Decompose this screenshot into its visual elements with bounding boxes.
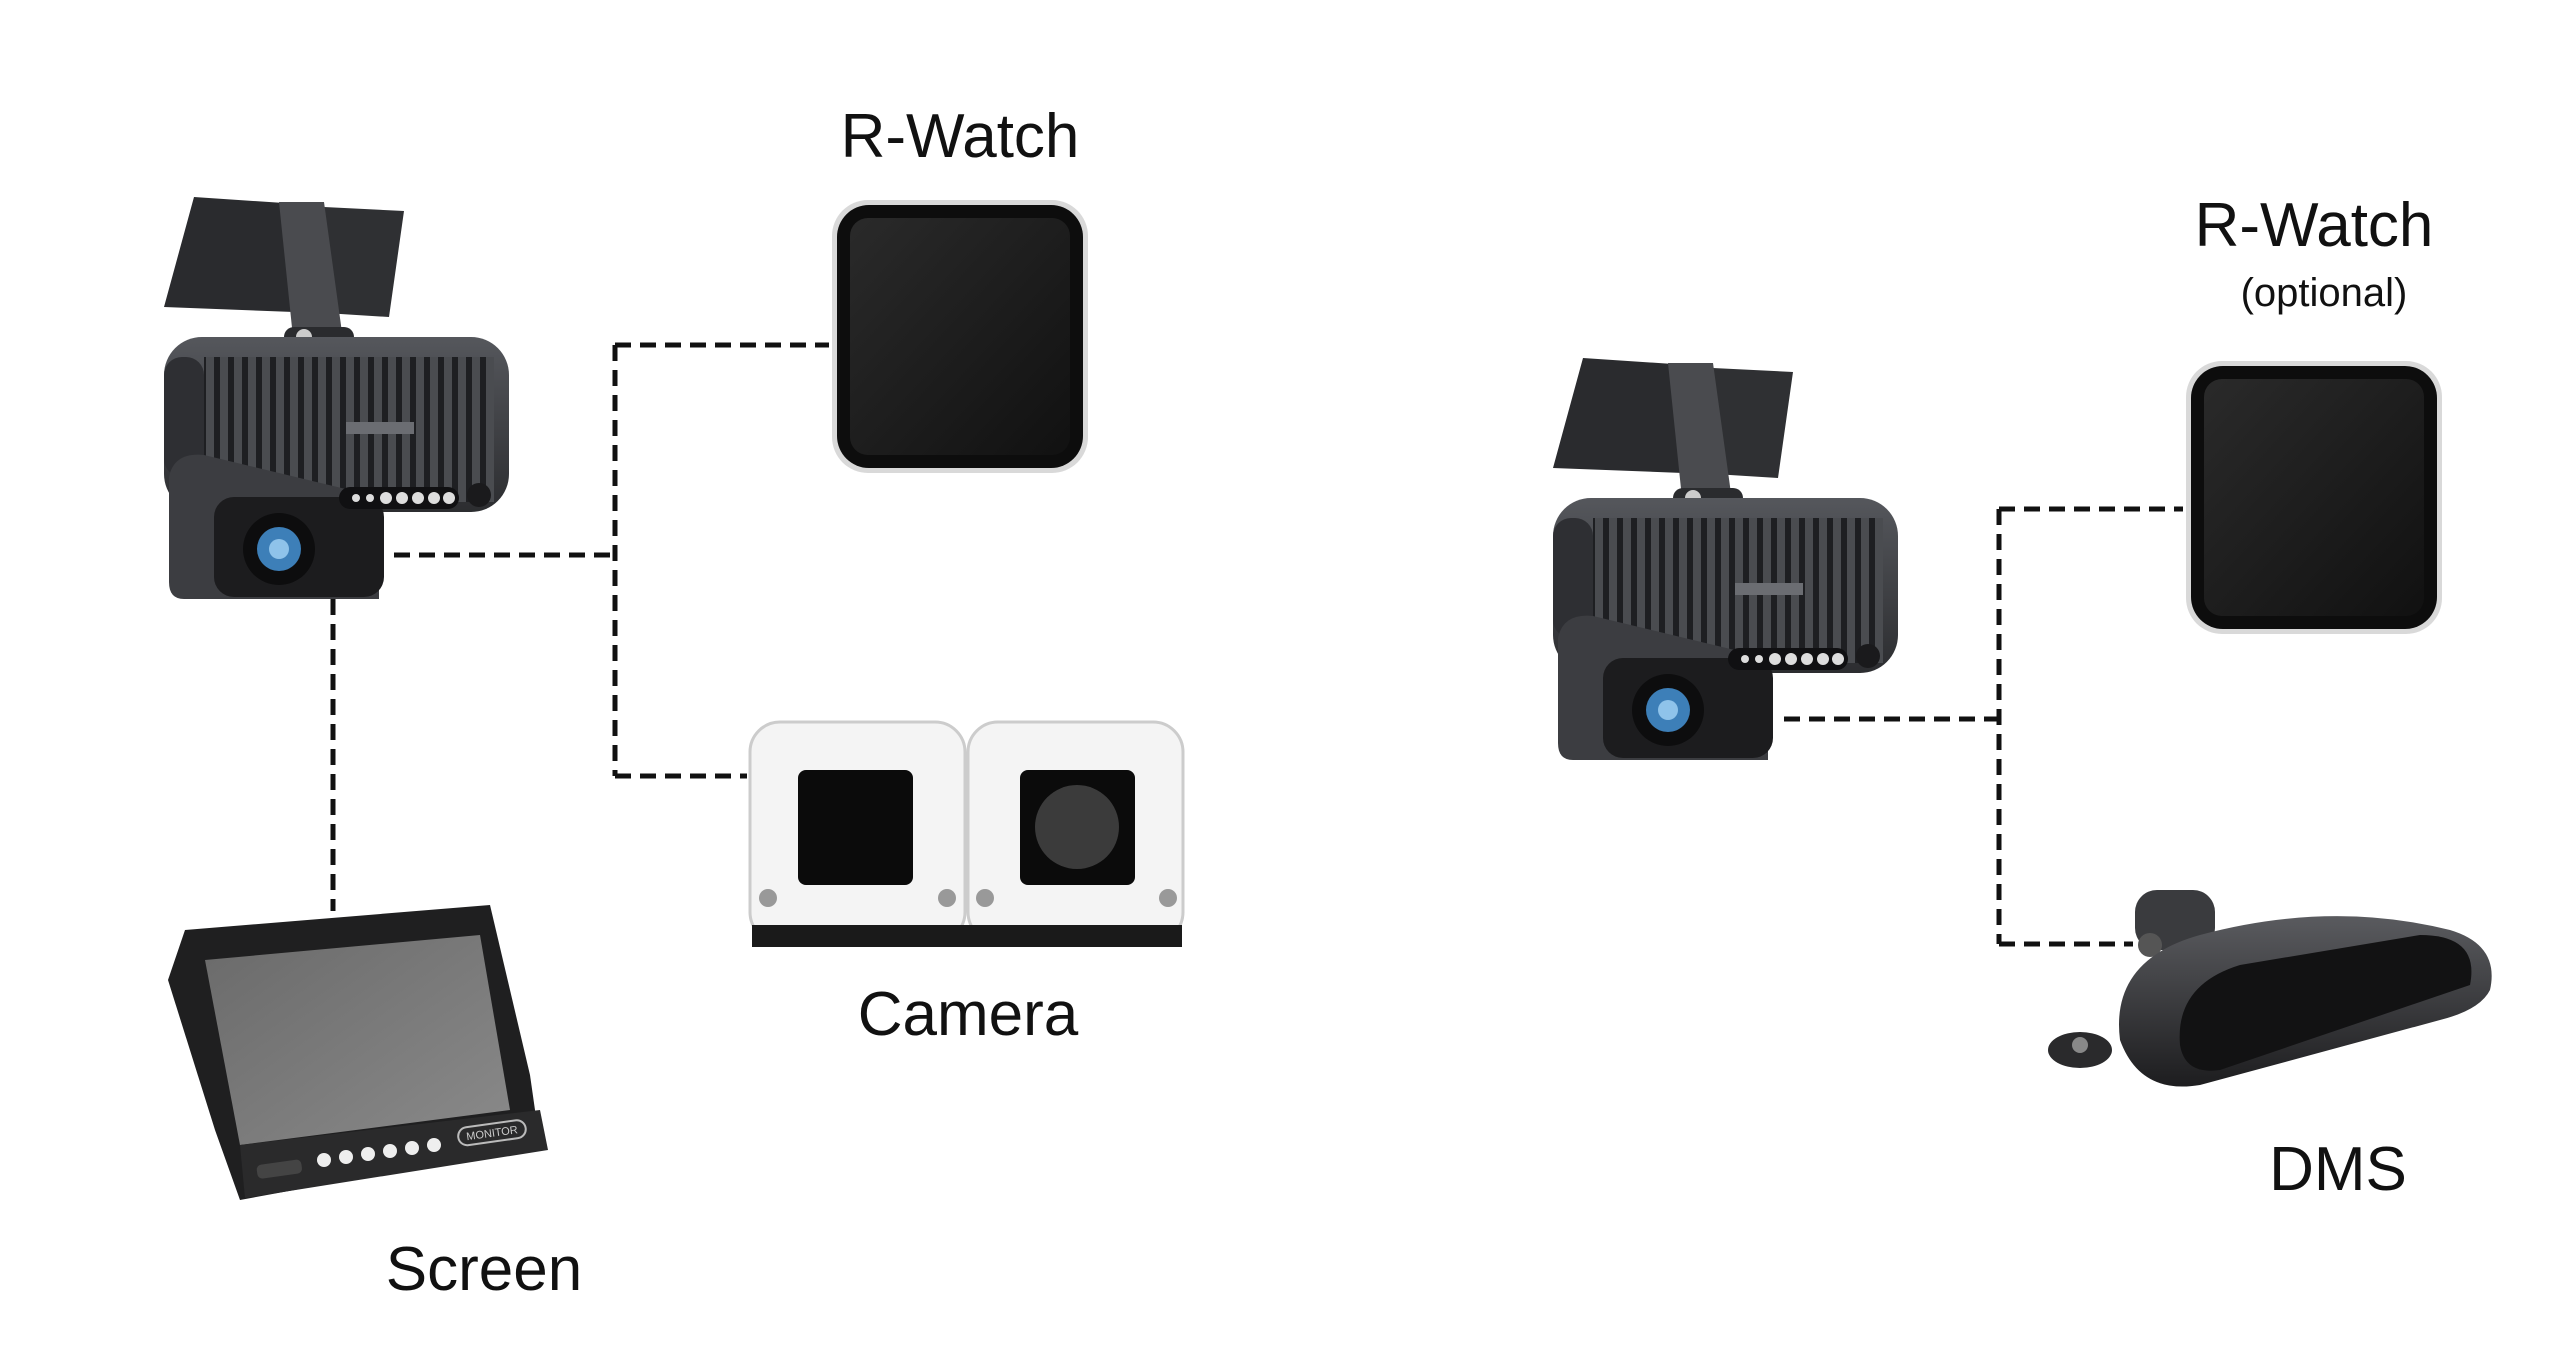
screen-monitor-device: MONITOR bbox=[168, 905, 548, 1200]
dashcam-device bbox=[164, 197, 509, 599]
r-watch-device bbox=[2186, 361, 2442, 634]
right-diagram: R-Watch (optional) DMS bbox=[1553, 191, 2492, 1204]
left-diagram: R-Watch Camera MONITOR Screen bbox=[164, 102, 1185, 1304]
camera-label: Camera bbox=[858, 980, 1079, 1049]
dashcam-device bbox=[1553, 358, 1898, 760]
dms-device bbox=[2048, 890, 2492, 1087]
dms-label: DMS bbox=[2269, 1135, 2407, 1204]
r-watch-optional-note: (optional) bbox=[2241, 271, 2408, 315]
camera-device bbox=[748, 720, 1185, 947]
r-watch-label: R-Watch bbox=[2195, 191, 2434, 260]
r-watch-label: R-Watch bbox=[841, 102, 1080, 171]
screen-label: Screen bbox=[386, 1235, 582, 1304]
r-watch-device bbox=[832, 200, 1088, 473]
